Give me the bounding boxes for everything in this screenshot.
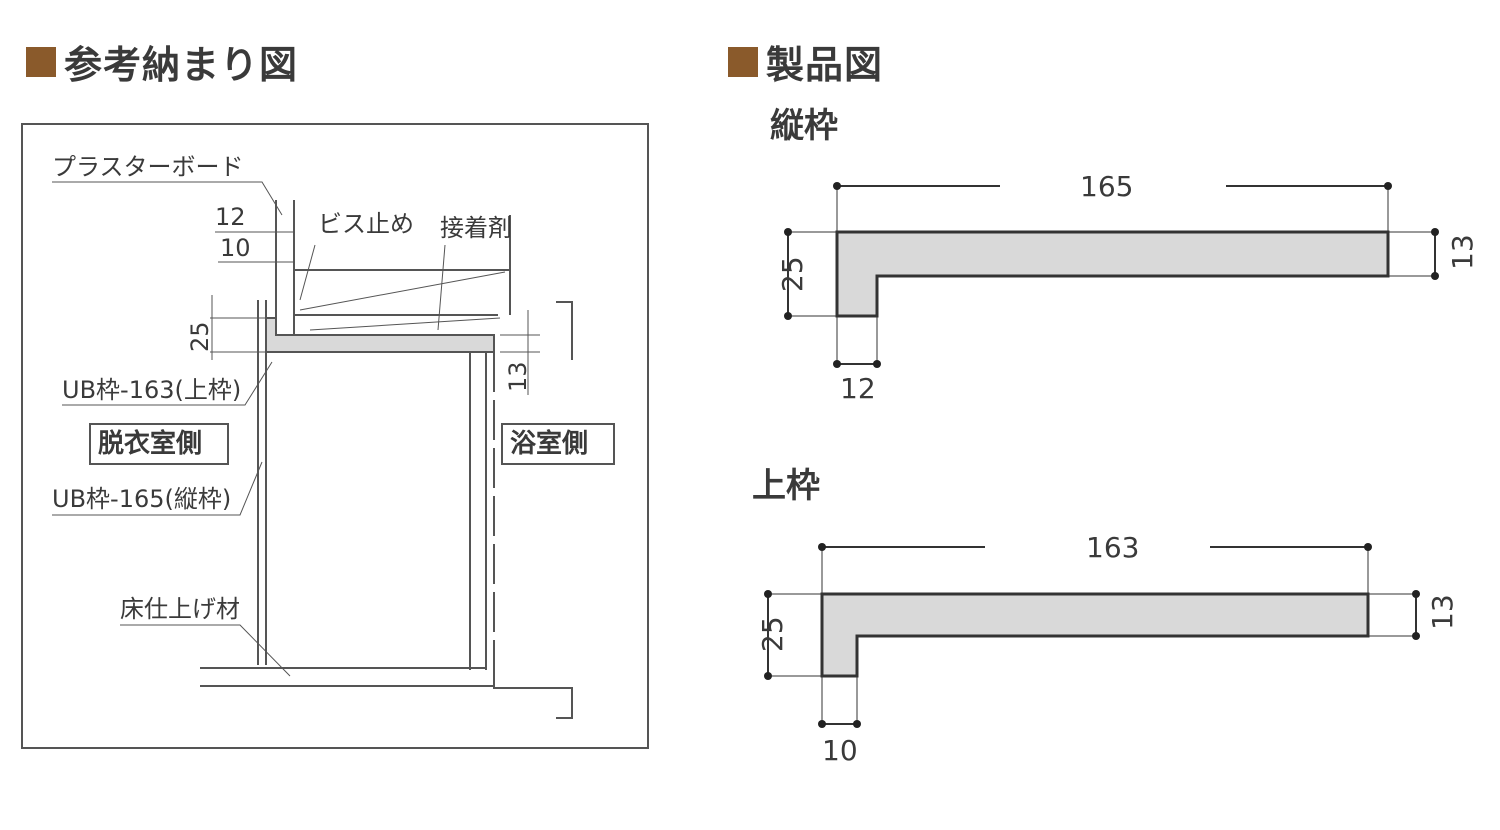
heading-square-icon [26,46,56,77]
bath-side-box [501,423,615,465]
dim-dot [1364,543,1372,551]
leader-screw [299,244,316,301]
leader-plaster-board [52,181,283,216]
label-ub-top: UB枠-163(上枠) [62,376,241,404]
label-ub-vertical: UB枠-165(縦枠) [52,485,231,513]
dim-dot [1384,182,1392,190]
dim-dot [1412,632,1420,640]
dim-dot [1431,228,1439,236]
vertical-frame-height: 25 [776,256,809,292]
left-heading: 参考納まり図 [26,34,298,89]
diagram-frame [21,123,649,749]
label-floor: 床仕上げ材 [120,595,240,623]
dressing-side-box [89,423,229,465]
floor-step [493,668,573,719]
dim-dot [833,182,841,190]
right-heading-text: 製品図 [766,43,884,87]
dim-13-label: 13 [504,361,532,392]
top-frame-leg: 10 [822,734,858,767]
label-plaster-board: プラスターボード [52,153,244,181]
top-frame-height: 25 [756,616,789,652]
label-bath-side: 浴室側 [510,428,588,459]
top-frame-profile [820,592,1370,678]
top-frame-section [265,317,495,353]
hatch-line [309,317,501,331]
heading-square-icon [728,46,758,77]
dim-dot [833,360,841,368]
dim-10-label: 10 [220,234,251,262]
left-heading-text: 参考納まり図 [64,43,299,87]
top-frame-title: 上枠 [752,466,820,506]
leader-ub-vertical [52,461,263,516]
label-adhesive: 接着剤 [440,214,512,242]
installation-diagram [21,123,649,749]
dim-dot [818,720,826,728]
vertical-frame-leg: 12 [840,372,876,405]
top-frame-width: 163 [1086,531,1139,564]
dim-dot [1412,590,1420,598]
dim-dot [784,228,792,236]
vertical-frame-width: 165 [1080,170,1133,203]
right-heading: 製品図 [728,34,883,89]
installation-labels: プラスターボード ビス止め 接着剤 UB枠-163(上枠) 脱衣室側 浴室側 U… [52,153,588,623]
hatch-line [299,271,506,311]
dim-dot [764,590,772,598]
dim-12-label: 12 [215,203,246,231]
leader-adhesive [437,244,446,331]
ceiling-edge [556,301,573,360]
dim-dot [853,720,861,728]
dim-dot [784,312,792,320]
vertical-frame-profile [835,230,1390,318]
label-screw: ビス止め [318,210,414,238]
vertical-frame-thickness: 13 [1446,234,1479,270]
dim-dot [1431,272,1439,280]
label-dressing-side: 脱衣室側 [98,428,202,459]
vertical-frame-drawing: 165 25 13 12 [776,170,1479,405]
dim-dot [873,360,881,368]
leader-ub-top [62,361,273,406]
top-frame-drawing: 163 25 13 10 [756,531,1459,767]
dim-dot [818,543,826,551]
top-frame-thickness: 13 [1426,594,1459,630]
dim-dot [764,672,772,680]
dim-25-label: 25 [186,321,214,352]
vertical-frame-title: 縦枠 [770,106,838,146]
leader-floor [120,624,291,677]
